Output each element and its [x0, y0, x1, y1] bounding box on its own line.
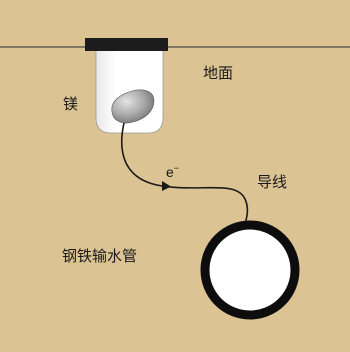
magnesium-label: 镁 [63, 95, 78, 113]
electron-label: e− [166, 163, 179, 180]
ground-label: 地面 [203, 64, 233, 82]
steel-water-pipe [200, 220, 300, 320]
hole-cap [85, 38, 168, 51]
pipe-label: 钢铁输水管 [62, 247, 137, 265]
connecting-wire [121, 122, 249, 229]
wire-label: 导线 [257, 173, 287, 191]
electron-flow-arrow [162, 181, 171, 191]
magnesium-anode [111, 89, 155, 124]
